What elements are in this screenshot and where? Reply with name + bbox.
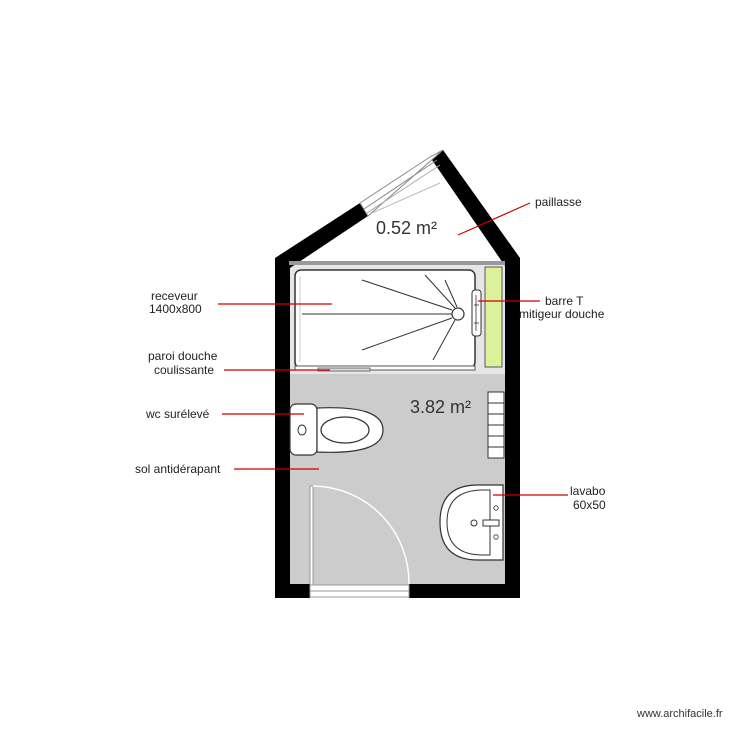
leader-paillasse: [457, 202, 531, 236]
label-barre-line1: barre T: [545, 294, 584, 308]
door-swing: [309, 485, 410, 586]
label-paroi-line2: coulissante: [154, 363, 214, 377]
area-upper-room: 0.52 m²: [376, 218, 437, 238]
wall-sloped-right: [430, 150, 520, 266]
partition-line: [289, 261, 505, 265]
label-paillasse: paillasse: [535, 195, 582, 209]
wall-bottom-right: [409, 584, 520, 598]
label-sol: sol antidérapant: [135, 462, 221, 476]
shower-mixer: [471, 289, 482, 337]
door-threshold: [309, 584, 410, 598]
credit-watermark: www.archifacile.fr: [636, 708, 723, 720]
wall-right: [505, 258, 520, 598]
walls: [275, 150, 520, 598]
towel-radiator: [487, 391, 505, 459]
label-receveur-line1: receveur: [151, 289, 198, 303]
area-main-room: 3.82 m²: [410, 397, 471, 417]
wc-raised: [289, 403, 384, 456]
wall-sloped-left: [275, 203, 368, 268]
label-lavabo-line2: 60x50: [573, 498, 606, 512]
label-receveur-line2: 1400x800: [149, 302, 202, 316]
shower-tray: [294, 269, 476, 369]
wall-left: [275, 258, 290, 598]
label-paroi-line1: paroi douche: [148, 349, 218, 363]
grab-bar: [484, 266, 503, 368]
label-wc: wc surélevé: [145, 407, 210, 421]
label-barre-line2: mitigeur douche: [519, 307, 605, 321]
washbasin: [439, 484, 504, 561]
window-upper: [359, 149, 444, 217]
label-lavabo-line1: lavabo: [570, 484, 606, 498]
wall-bottom-left: [275, 584, 310, 598]
